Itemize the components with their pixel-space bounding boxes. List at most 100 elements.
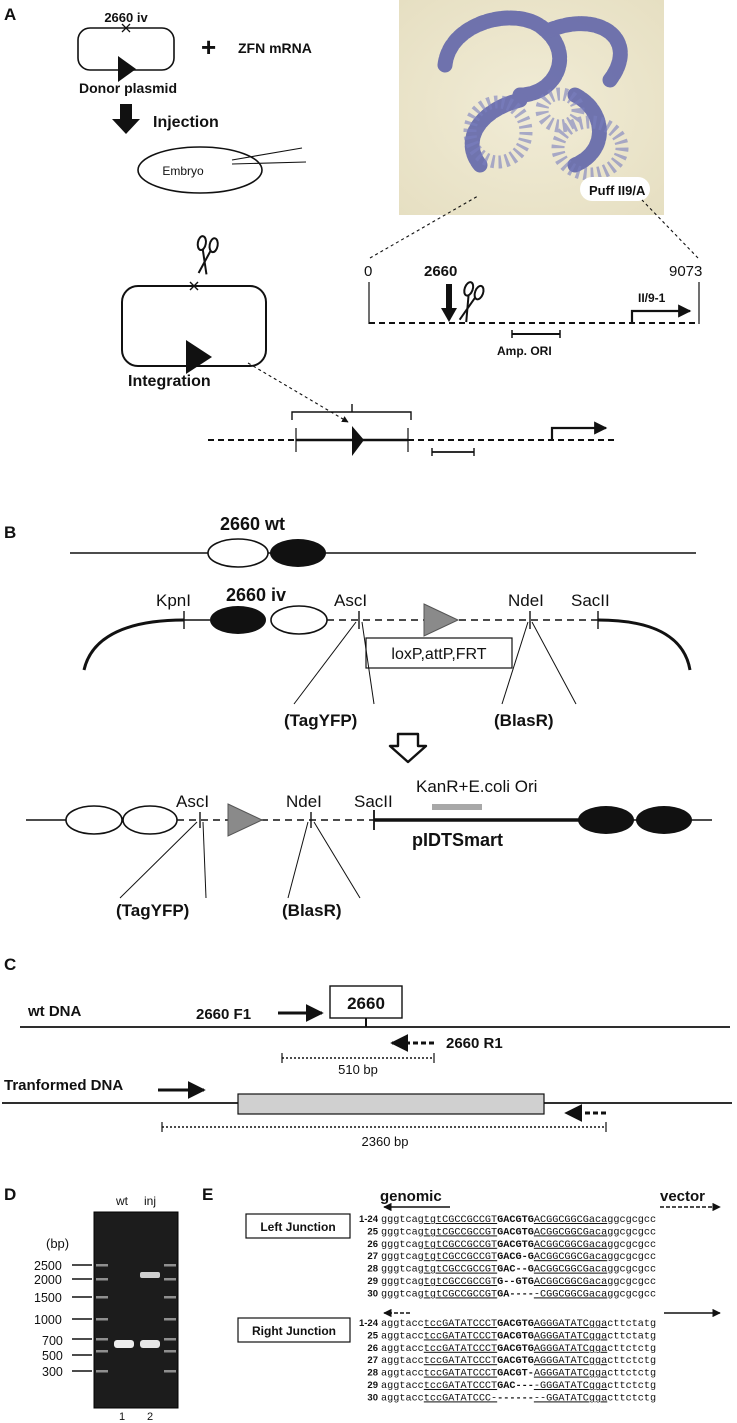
e-seq-segment: tccGATATCCCT	[424, 1356, 497, 1367]
e-seq-segment: ------	[497, 1393, 534, 1404]
injection-label: Injection	[153, 114, 219, 131]
d-ladder-300: 300	[42, 1365, 63, 1379]
integration-plasmid	[121, 281, 267, 374]
e-row-id: 27	[367, 1355, 378, 1366]
gel-band-lane2-2360	[140, 1272, 160, 1278]
c-tr-label: Tranformed DNA	[4, 1077, 123, 1094]
e-seq-segment: ACGGCGGCGaca	[534, 1215, 607, 1226]
zoom-line-right	[641, 199, 699, 259]
embryo-label: Embryo	[162, 164, 204, 178]
e-sequence-row: aggtacctccGATATCCCTGAC----GGGATATCggactt…	[381, 1381, 656, 1392]
e-seq-segment: --GGATATCgga	[534, 1393, 607, 1404]
gel-band-lane2-510	[140, 1340, 160, 1348]
c-r1-label: 2660 R1	[446, 1035, 503, 1052]
e-genomic-label: genomic	[380, 1188, 442, 1205]
e-seq-segment: cttctctg	[607, 1344, 656, 1355]
injection-needle-icon	[231, 147, 303, 161]
e-seq-segment: gggtcag	[381, 1265, 424, 1276]
b-site-box	[365, 637, 513, 669]
e-seq-segment: AGGGATATCgga	[534, 1369, 607, 1380]
e-right-box	[237, 1317, 351, 1343]
e-seq-segment: cttctctg	[607, 1393, 656, 1404]
e-seq-segment: tgtCGCCGCCGT	[424, 1227, 497, 1238]
panel-e-letter: E	[202, 1185, 213, 1204]
e-seq-segment: GACGTG	[497, 1331, 534, 1342]
e-row-id: 30	[367, 1392, 378, 1403]
e-seq-segment: ACGGCGGCGaca	[534, 1265, 607, 1276]
e-seq-segment: tccGATATCCCT	[424, 1319, 497, 1330]
e-seq-segment: cttctctg	[607, 1356, 656, 1367]
d-ladder-1000: 1000	[34, 1313, 62, 1327]
e-row-id: 29	[367, 1380, 378, 1391]
e-seq-segment: ggcgcgcc	[607, 1227, 656, 1238]
e-sequence-row: gggtcagtgtCGCCGCCGTGACGTGACGGCGGCGacaggc…	[381, 1227, 656, 1238]
e-seq-segment: aggtacc	[381, 1344, 424, 1355]
zfn-mrna-label: ZFN mRNA	[238, 40, 312, 56]
e-right-label: Right Junction	[252, 1324, 336, 1338]
b-blasr2-label: (BlasR)	[282, 901, 342, 920]
e-seq-segment: tgtCGCCGCCGT	[424, 1215, 497, 1226]
d-lane1-number: 1	[119, 1411, 125, 1423]
e-seq-segment: gggtcag	[381, 1215, 424, 1226]
integration-arrowhead-icon	[186, 340, 212, 374]
map-end: 9073	[669, 263, 702, 280]
b-iv-filled-ellipse	[210, 606, 266, 634]
e-seq-segment: ACGGCGGCGaca	[534, 1277, 607, 1288]
e-seq-segment: GA----	[497, 1289, 534, 1300]
puff-label: Puff II9/A	[589, 183, 646, 198]
e-seq-segment: ACGGCGGCGaca	[534, 1240, 607, 1251]
e-vector-label: vector	[660, 1188, 705, 1205]
e-seq-segment: ggcgcgcc	[607, 1252, 656, 1263]
e-row-id: 28	[367, 1368, 378, 1379]
panel-b: B 2660 wt 2660 iv KpnI AscI NdeI SacII l…	[4, 514, 712, 920]
plus-sign: +	[201, 32, 216, 62]
e-seq-segment: tccGATATCCC-	[424, 1393, 497, 1404]
e-seq-segment: gggtcag	[381, 1227, 424, 1238]
b-iv-open-ellipse	[270, 605, 328, 635]
integration-label: Integration	[128, 373, 211, 390]
c-2660-label: 2660	[347, 994, 385, 1013]
e-seq-segment: GACGTG	[497, 1319, 534, 1330]
e-seq-segment: G--GTG	[497, 1277, 534, 1288]
amp-ori-label: Amp. ORI	[497, 344, 552, 358]
c-2660-box	[329, 985, 403, 1019]
panel-d-letter: D	[4, 1185, 16, 1204]
e-seq-segment: GACGTG	[497, 1215, 534, 1226]
d-lane-inj: inj	[144, 1194, 156, 1208]
e-sequence-row: gggtcagtgtCGCCGCCGTGACGTGACGGCGGCGacaggc…	[381, 1215, 656, 1226]
e-seq-segment: aggtacc	[381, 1381, 424, 1392]
b-tagyfp2-label: (TagYFP)	[116, 901, 189, 920]
e-seq-segment: tgtCGCCGCCGT	[424, 1252, 497, 1263]
e-seq-segment: cttctatg	[607, 1319, 656, 1330]
panel-c: C wt DNA 2660 F1 2660 2660 R1 510 bp Tra…	[2, 955, 732, 1149]
b-wt-label: 2660 wt	[220, 514, 285, 534]
injection-arrow-icon	[112, 104, 140, 134]
donor-arrowhead-icon	[118, 56, 136, 82]
b-asc2-label: AscI	[176, 792, 209, 811]
e-seq-segment: ggcgcgcc	[607, 1240, 656, 1251]
e-seq-segment: gggtcag	[381, 1289, 424, 1300]
b-site-box-label: loxP,attP,FRT	[391, 646, 486, 663]
e-seq-segment: gggtcag	[381, 1240, 424, 1251]
panel-b-letter: B	[4, 523, 16, 542]
b-vector-label: pIDTSmart	[412, 830, 503, 850]
e-seq-segment: aggtacc	[381, 1369, 424, 1380]
map-scissors-icon	[458, 281, 485, 323]
e-sequence-row: aggtacctccGATATCCCTGACGT-AGGGATATCggactt…	[381, 1369, 656, 1380]
e-left-label: Left Junction	[260, 1220, 335, 1234]
chromosome-photo	[399, 0, 664, 215]
e-seq-segment: -CGGCGGCGaca	[534, 1289, 607, 1300]
e-seq-segment: GACGTG	[497, 1227, 534, 1238]
gel-ladder-right	[164, 1264, 176, 1373]
e-seq-segment: ACGGCGGCGaca	[534, 1227, 607, 1238]
e-seq-segment: tgtCGCCGCCGT	[424, 1277, 497, 1288]
e-seq-segment: tccGATATCCCT	[424, 1344, 497, 1355]
d-ladder-2500: 2500	[34, 1259, 62, 1273]
b-result-triangle-icon	[227, 803, 264, 837]
plasmid-label: 2660 iv	[104, 10, 148, 25]
e-sequence-row: gggtcagtgtCGCCGCCGTGA-----CGGCGGCGacaggc…	[381, 1289, 656, 1300]
donor-plasmid	[77, 23, 175, 82]
e-seq-segment: AGGGATATCgga	[534, 1344, 607, 1355]
